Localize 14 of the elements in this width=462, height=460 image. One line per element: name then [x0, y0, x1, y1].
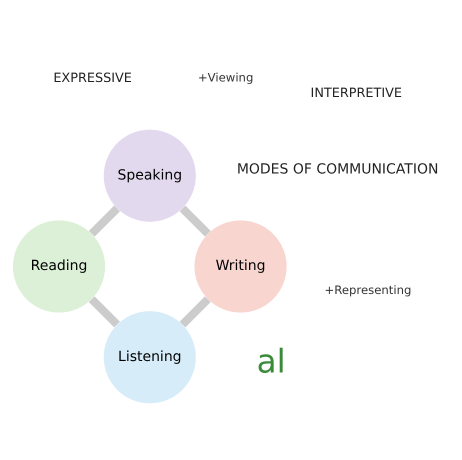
node-circle: Writing: [194, 220, 287, 312]
connector: [180, 205, 211, 236]
connector: [180, 296, 211, 327]
label: MODES OF COMMUNICATION: [236, 160, 438, 177]
node-circle: Listening: [104, 310, 196, 403]
label: +Viewing: [198, 70, 254, 84]
label: EXPRESSIVE: [53, 70, 132, 86]
label: INTERPRETIVE: [310, 86, 402, 101]
connector: [88, 296, 120, 327]
connector: [88, 205, 120, 236]
label: al: [256, 342, 286, 380]
node-circle: Speaking: [104, 129, 196, 222]
node-circle: Reading: [12, 220, 106, 312]
label: +Representing: [324, 282, 412, 296]
